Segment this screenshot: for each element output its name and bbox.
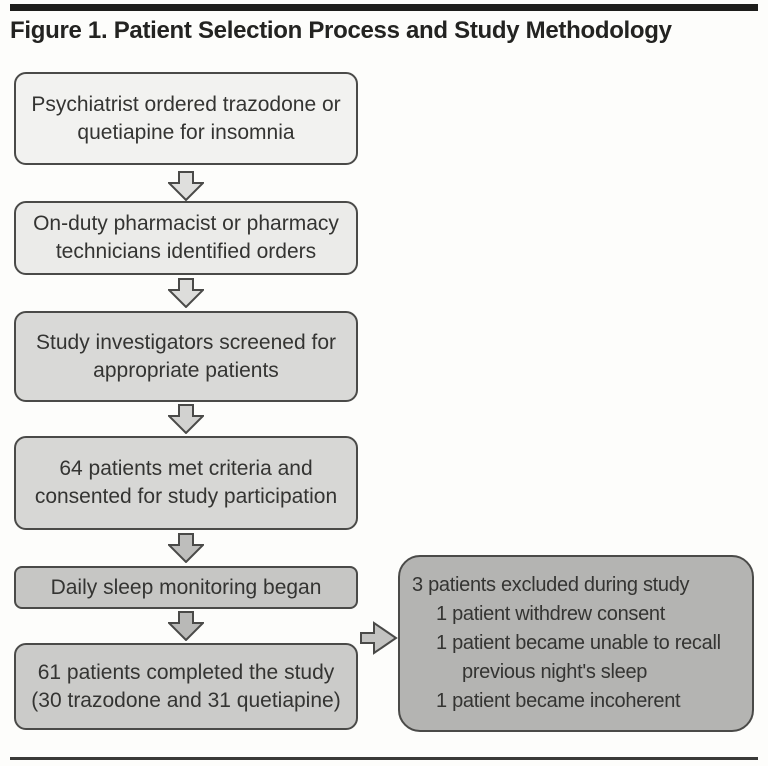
down-arrow-icon: [168, 404, 204, 434]
flow-step-text: Psychiatrist ordered trazodone or: [31, 92, 341, 116]
flow-step-text: 64 patients met criteria and: [59, 457, 313, 480]
exclusion-line: 1 patient withdrew consent: [436, 603, 666, 625]
flow-step-text: appropriate patients: [93, 358, 279, 382]
flow-step-text: consented for study participation: [34, 485, 338, 508]
flow-step-text: On-duty pharmacist or pharmacy: [33, 212, 339, 235]
flow-step-pharmacist-identified-orders: On-duty pharmacist or pharmacy technicia…: [14, 201, 358, 275]
exclusion-line: 3 patients excluded during study: [412, 574, 690, 596]
exclusion-box: 3 patients excluded during study 1 patie…: [398, 555, 754, 732]
down-arrow-shape: [168, 278, 204, 308]
flow-step-patients-met-criteria: 64 patients met criteria and consented f…: [14, 436, 358, 530]
flow-step-text: 61 patients completed the study: [37, 660, 335, 684]
down-arrow-shape: [168, 404, 204, 434]
flow-step-patients-completed-study: 61 patients completed the study (30 traz…: [14, 643, 358, 730]
flow-step-psychiatrist-order: Psychiatrist ordered trazodone or quetia…: [14, 72, 358, 165]
flow-step-text: Study investigators screened for: [36, 330, 336, 354]
down-arrow-icon: [168, 533, 204, 563]
right-arrow-icon: [360, 621, 398, 655]
flow-step-text: quetiapine for insomnia: [77, 120, 295, 144]
exclusion-line: previous night's sleep: [462, 661, 648, 683]
exclusion-line: 1 patient became incoherent: [436, 690, 681, 712]
down-arrow-icon: [168, 278, 204, 308]
top-rule: [10, 4, 758, 11]
down-arrow-icon: [168, 171, 204, 201]
flow-step-text: technicians identified orders: [55, 240, 317, 263]
flow-step-text: (30 trazodone and 31 quetiapine): [31, 688, 341, 712]
flow-step-investigators-screened: Study investigators screened for appropr…: [14, 311, 358, 402]
exclusion-line: 1 patient became unable to recall: [436, 632, 721, 654]
figure-title: Figure 1. Patient Selection Process and …: [10, 17, 672, 44]
flow-step-text: Daily sleep monitoring began: [50, 575, 322, 599]
bottom-rule: [10, 757, 758, 760]
down-arrow-icon: [168, 611, 204, 641]
down-arrow-shape: [168, 171, 204, 201]
right-arrow-shape: [360, 621, 398, 655]
flow-step-sleep-monitoring-began: Daily sleep monitoring began: [14, 566, 358, 609]
down-arrow-shape: [168, 611, 204, 641]
down-arrow-shape: [168, 533, 204, 563]
